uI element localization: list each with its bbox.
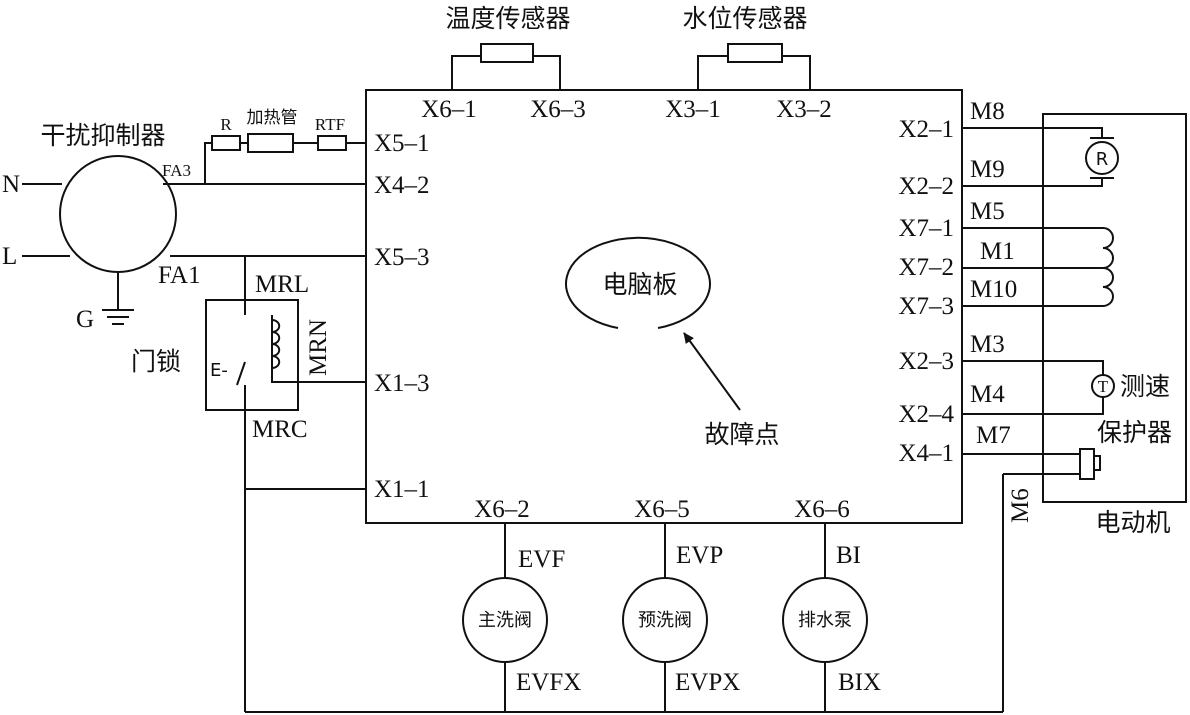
- motor-frame: [1042, 113, 1187, 503]
- label-evp: EVP: [676, 542, 723, 569]
- control-board: [365, 89, 963, 524]
- drain-pump: [782, 577, 868, 663]
- wire-m8: [962, 127, 1103, 138]
- label-m8: M8: [970, 98, 1005, 125]
- board-label-ellipse: [565, 236, 711, 329]
- tacho-icon: [1091, 374, 1115, 398]
- label-fa3: FA3: [162, 161, 191, 180]
- protector-icon: [1079, 448, 1101, 480]
- label-m4: M4: [970, 381, 1005, 408]
- fault-label: 故障点: [704, 420, 779, 449]
- port-x5-3: X5–3: [374, 244, 430, 271]
- ground-icon: [102, 309, 134, 325]
- port-x7-2: X7–2: [898, 254, 954, 281]
- label-m10: M10: [970, 276, 1017, 303]
- tacho-label: 测速: [1120, 372, 1170, 401]
- label-evfx: EVFX: [516, 669, 581, 696]
- label-mrl: MRL: [255, 271, 309, 298]
- door-lock-label: 门锁: [131, 347, 181, 376]
- heating-tube: [247, 133, 294, 153]
- protector-label: 保护器: [1097, 418, 1172, 447]
- water-sensor-label: 水位传感器: [682, 4, 807, 33]
- label-m6: M6: [1007, 488, 1034, 523]
- port-x3-1: X3–1: [665, 96, 721, 123]
- main-wash-valve-label: 主洗阀: [478, 610, 532, 631]
- label-mrc: MRC: [252, 416, 308, 443]
- label-mrn: MRN: [305, 319, 332, 376]
- label-g: G: [76, 306, 94, 333]
- door-lock-coil: [271, 319, 281, 369]
- label-m3: M3: [970, 331, 1005, 358]
- heating-tube-label: 加热管: [247, 108, 298, 128]
- label-bix: BIX: [838, 669, 881, 696]
- stator-coil: [1102, 227, 1114, 307]
- resistor-rtf: [317, 135, 347, 151]
- rotor-label: R: [1096, 149, 1109, 170]
- label-rtf: RTF: [315, 115, 345, 134]
- port-x2-3: X2–3: [898, 348, 954, 375]
- port-x2-2: X2–2: [898, 173, 954, 200]
- port-x3-2: X3–2: [776, 96, 832, 123]
- port-x6-5: X6–5: [634, 496, 690, 523]
- label-m1: M1: [980, 238, 1015, 265]
- interference-suppressor: [59, 155, 177, 273]
- port-x4-1: X4–1: [898, 440, 954, 467]
- port-x4-2: X4–2: [374, 172, 430, 199]
- fault-arrow: [683, 332, 741, 411]
- door-lock-switch: [236, 361, 246, 386]
- label-l: L: [2, 243, 17, 270]
- label-m7: M7: [976, 422, 1011, 449]
- door-lock-box: [205, 299, 299, 411]
- port-x5-1: X5–1: [374, 130, 430, 157]
- label-evpx: EVPX: [675, 669, 740, 696]
- tacho-symbol: T: [1098, 377, 1109, 396]
- water-sensor-wire: [697, 55, 811, 90]
- port-x7-3: X7–3: [898, 293, 954, 320]
- port-x6-3: X6–3: [530, 96, 586, 123]
- temp-sensor: [480, 43, 534, 63]
- label-evf: EVF: [518, 546, 565, 573]
- label-fa1: FA1: [158, 262, 201, 289]
- port-x1-3: X1–3: [374, 370, 430, 397]
- label-n: N: [2, 171, 20, 198]
- port-x1-1: X1–1: [374, 476, 430, 503]
- port-x6-6: X6–6: [794, 496, 850, 523]
- main-wash-valve: [462, 577, 548, 663]
- suppressor-label: 干扰抑制器: [40, 121, 165, 150]
- door-lock-switch-label: E-: [210, 360, 228, 381]
- label-m9: M9: [970, 156, 1005, 183]
- port-x6-1: X6–1: [421, 96, 477, 123]
- temp-sensor-wire: [451, 55, 561, 90]
- wire-mrn: [271, 315, 366, 383]
- heater-wire: [204, 142, 366, 184]
- prewash-valve-label: 预洗阀: [638, 610, 692, 631]
- port-x2-1: X2–1: [898, 116, 954, 143]
- label-r: R: [220, 115, 232, 134]
- resistor-r: [211, 135, 241, 151]
- wire-m4: [962, 397, 1104, 415]
- wire-m9: [962, 178, 1103, 187]
- label-bi: BI: [836, 542, 861, 569]
- port-x2-4: X2–4: [898, 401, 954, 428]
- board-label: 电脑板: [602, 270, 677, 299]
- port-x7-1: X7–1: [898, 215, 954, 242]
- motor-label: 电动机: [1095, 508, 1170, 537]
- label-m5: M5: [970, 198, 1005, 225]
- rotor-icon: [1085, 141, 1119, 175]
- prewash-valve: [622, 577, 708, 663]
- wire-m3: [962, 360, 1104, 375]
- temp-sensor-label: 温度传感器: [445, 4, 570, 33]
- water-sensor: [727, 43, 783, 63]
- drain-pump-label: 排水泵: [798, 610, 852, 631]
- port-x6-2: X6–2: [474, 496, 530, 523]
